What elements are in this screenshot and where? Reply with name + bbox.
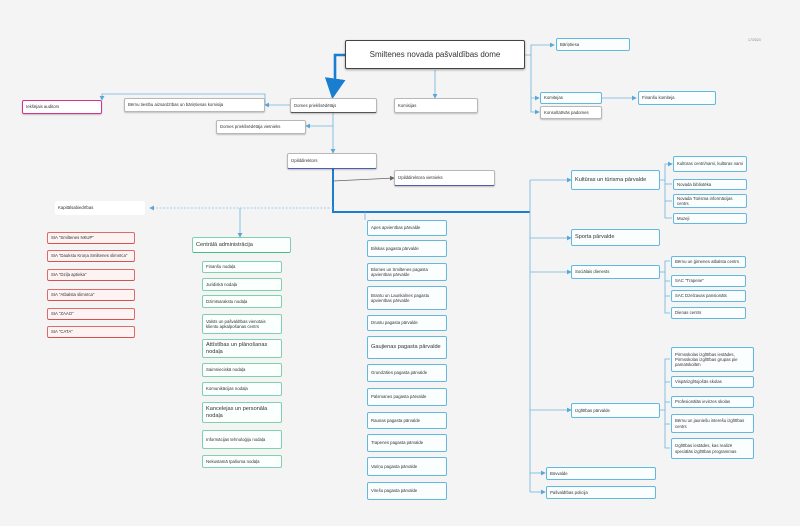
social-unit-item[interactable]: Bērnu un ģimenes atbalsta centrs	[671, 256, 746, 268]
admin-unit-item[interactable]: Valsts un pašvaldības vienotais klientu …	[202, 314, 282, 334]
culture-unit-item[interactable]: Novada Tūrisma informācijas centrs	[673, 194, 747, 208]
node-deputy-executive-director[interactable]: Izpilddirektora vietnieks	[394, 170, 495, 186]
admin-unit-item[interactable]: Dzimtsarakstu nodaļa	[202, 295, 282, 308]
education-unit-item[interactable]: Bērnu un jauniešu interešu izglītības ce…	[671, 414, 754, 433]
social-unit-item[interactable]: SAC "Trapene"	[671, 275, 746, 287]
parish-administration-item[interactable]: Bilskas pagasta pārvalde	[367, 240, 447, 257]
parish-administration-item[interactable]: Brantu un Launkalnes pagastu apvienības …	[367, 286, 447, 310]
node-committees[interactable]: Komitejas	[540, 92, 602, 104]
node-building-authority[interactable]: Būvvalde	[546, 467, 656, 480]
node-capital-companies[interactable]: Kapitālsabiedrības	[55, 201, 145, 215]
admin-unit-item[interactable]: Informācijas tehnoloģiju nodaļa	[202, 430, 282, 449]
parish-administration-item[interactable]: Gaujienas pagasta pārvalde	[367, 336, 447, 359]
admin-unit-item[interactable]: Juridiskā nodaļa	[202, 278, 282, 291]
node-education[interactable]: Izglītības pārvalde	[571, 403, 660, 418]
admin-unit-item[interactable]: Komunikācijas nodaļa	[202, 382, 282, 396]
capital-company-item[interactable]: SIA "Atbalsta slimnīca"	[47, 289, 135, 301]
node-council-chair[interactable]: Domes priekšsēdētājs	[290, 98, 377, 113]
capital-company-item[interactable]: SIA "CATA"	[47, 326, 135, 338]
parish-administration-item[interactable]: Palsmanes pagasta pārvalde	[367, 388, 447, 406]
admin-unit-item[interactable]: Finanšu nodaļa	[202, 261, 282, 273]
social-unit-item[interactable]: SAC Dzelzavas pansionāts	[671, 290, 746, 302]
dome-to-chair-connector	[324, 53, 346, 100]
culture-unit-item[interactable]: Kultūras centri/nami, kultūras nami	[673, 156, 747, 172]
node-childrens-rights-commission[interactable]: Bērnu tiesību aizsardzības un bāriņtiesa…	[124, 98, 265, 112]
education-unit-item[interactable]: Izglītības iestādes, kas realizē speciāl…	[671, 438, 754, 459]
node-internal-auditor[interactable]: Iekšējais auditors	[22, 100, 102, 114]
node-central-administration[interactable]: Centrālā administrācija	[192, 237, 291, 253]
culture-unit-item[interactable]: Novada bibliotēka	[673, 179, 747, 190]
parish-administration-item[interactable]: Drustu pagasta pārvalde	[367, 315, 447, 331]
parish-administration-item[interactable]: Trapenes pagasta pārvalde	[367, 434, 447, 452]
capital-company-item[interactable]: SIA "Smiltenes NKUP"	[47, 232, 135, 244]
culture-unit-item[interactable]: Muzeji	[673, 213, 747, 224]
admin-unit-item[interactable]: Attīstības un plānošanas nodaļa	[202, 339, 282, 358]
node-commissions[interactable]: Komisijas	[394, 98, 478, 113]
admin-unit-item[interactable]: Saimnieciskā nodaļa	[202, 363, 282, 377]
node-deputy-chair[interactable]: Domes priekšsēdētāja vietnieks	[216, 120, 306, 134]
admin-unit-item[interactable]: Kancelejas un personāla nodaļa	[202, 402, 282, 423]
social-unit-item[interactable]: Dienas centrs	[671, 307, 746, 319]
node-advisory-councils[interactable]: Konsultatīvās padomes	[540, 106, 602, 119]
education-unit-item[interactable]: Profesionālās ievirzes skolas	[671, 396, 754, 408]
education-unit-item[interactable]: Vispārizglītojošās skolas	[671, 376, 754, 388]
capital-company-item[interactable]: SIA "ZAAO"	[47, 308, 135, 320]
parish-administration-item[interactable]: Raunas pagasta pārvalde	[367, 412, 447, 429]
node-culture-tourism[interactable]: Kultūras un tūrisma pārvalde	[571, 170, 660, 190]
parish-administration-item[interactable]: Variņu pagasta pārvalde	[367, 457, 447, 476]
version-label: 17/2024	[748, 38, 761, 42]
parish-administration-item[interactable]: Grundzāles pagasta pārvalde	[367, 364, 447, 382]
parish-administration-item[interactable]: Blomes un Smiltenes pagasta apvienības p…	[367, 263, 447, 281]
node-orphans-court[interactable]: Bāriņtiesa	[556, 38, 630, 51]
capital-company-item[interactable]: SIA "Dziļa aptieka"	[47, 269, 135, 281]
parish-administration-item[interactable]: Apes apvienības pārvalde	[367, 220, 447, 236]
node-municipal-police[interactable]: Pašvaldības policija	[546, 486, 656, 499]
node-dome[interactable]: Smiltenes novada pašvaldības dome	[345, 40, 525, 69]
education-unit-item[interactable]: Pirmsskolas izglītības iestādes, Pirmssk…	[671, 347, 754, 372]
node-sports[interactable]: Sporta pārvalde	[571, 229, 660, 246]
capital-company-item[interactable]: SIA "Daukstu Kroņa Smiltenes slimnīca"	[47, 250, 135, 262]
node-executive-director[interactable]: Izpilddirektors	[287, 153, 377, 169]
parish-administration-item[interactable]: Virešu pagasta pārvalde	[367, 482, 447, 500]
admin-unit-item[interactable]: Nekustamā īpašuma nodaļa	[202, 455, 282, 468]
node-finance-committee[interactable]: Finanšu komiteja	[638, 91, 716, 105]
node-social-service[interactable]: Sociālais dienests	[571, 265, 660, 279]
